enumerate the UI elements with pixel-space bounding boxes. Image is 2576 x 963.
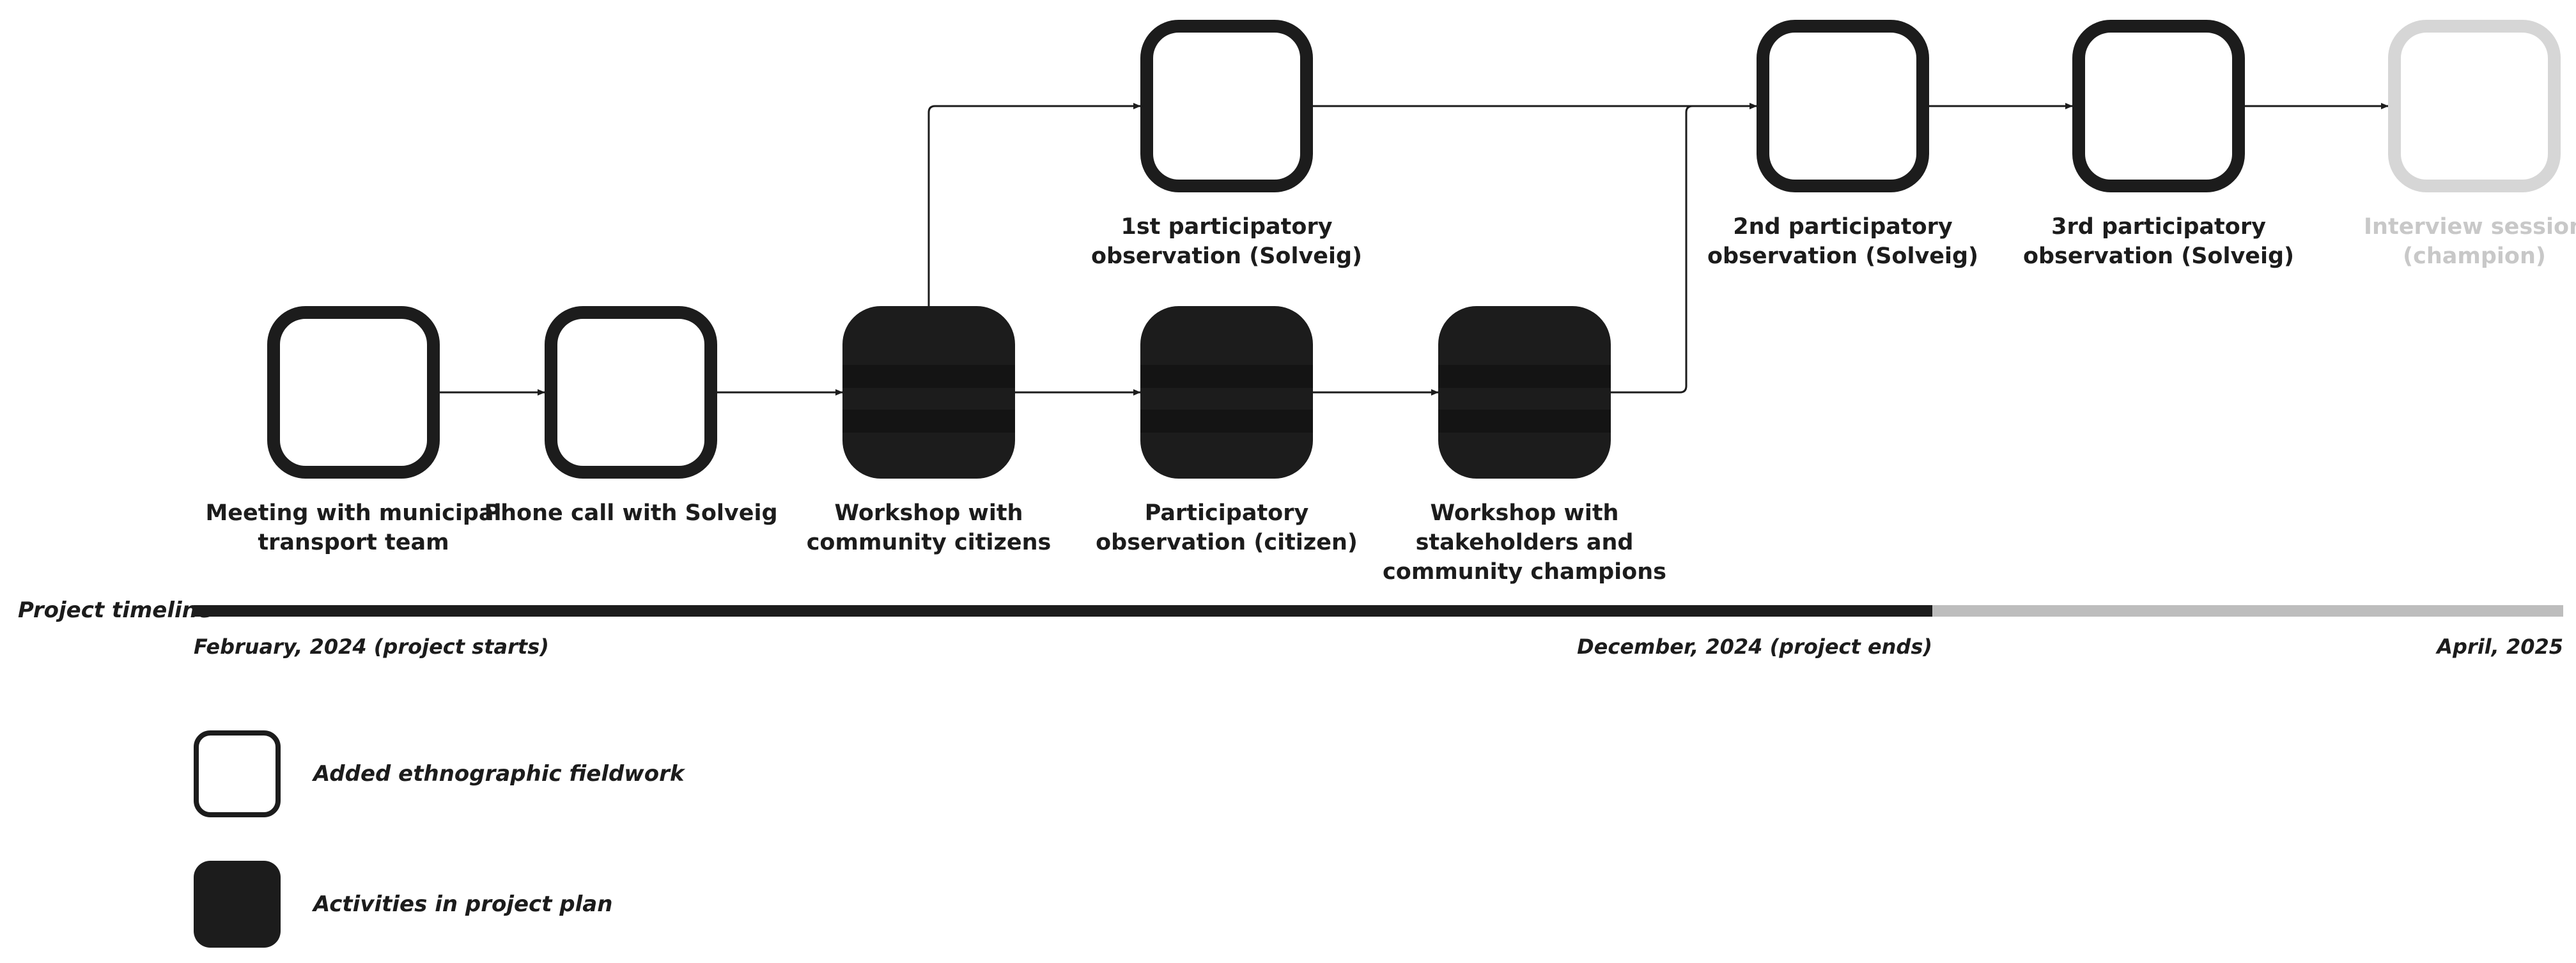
arrow-workshop-stakeholders-to-2nd-observation xyxy=(1611,103,1757,394)
timeline-start-label: February, 2024 (project starts) xyxy=(194,635,549,659)
arrow-workshop-citizens-to-1st-observation xyxy=(927,103,1141,306)
timeline-end-label: December, 2024 (project ends) xyxy=(1577,635,1932,659)
legend-label-project-plan: Activities in project plan xyxy=(313,891,613,917)
node-3rd-participatory-observation xyxy=(2072,20,2245,192)
label-workshop-stakeholders-champions: Workshop with stakeholders and community… xyxy=(1383,500,1666,585)
node-meeting-municipal-transport xyxy=(267,306,440,479)
legend-swatch-added-fieldwork xyxy=(194,730,281,817)
node-participatory-observation-citizen xyxy=(1140,306,1313,479)
timeline-title: Project timeline xyxy=(18,597,212,623)
label-phone-call-solveig: Phone call with Solveig xyxy=(484,500,778,526)
node-1st-participatory-observation xyxy=(1140,20,1313,192)
node-phone-call-solveig xyxy=(545,306,717,479)
label-3rd-participatory-observation: 3rd participatory observation (Solveig) xyxy=(2022,214,2295,269)
node-2nd-participatory-observation xyxy=(1757,20,1929,192)
label-participatory-observation-citizen: Participatory observation (citizen) xyxy=(1096,500,1358,555)
label-1st-participatory-observation: 1st participatory observation (Solveig) xyxy=(1090,214,1363,269)
label-2nd-participatory-observation: 2nd participatory observation (Solveig) xyxy=(1707,214,1979,269)
timeline-bar-project xyxy=(194,605,1932,617)
label-workshop-community-citizens: Workshop with community citizens xyxy=(806,500,1051,555)
timeline-bar-after-project xyxy=(1932,605,2563,617)
label-interview-session-champion: Interview session (champion) xyxy=(2364,214,2576,269)
label-meeting-municipal-transport: Meeting with municipal transport team xyxy=(205,500,502,555)
node-interview-session-champion xyxy=(2388,20,2561,192)
node-workshop-stakeholders-champions xyxy=(1438,306,1611,479)
legend-label-added-fieldwork: Added ethnographic fieldwork xyxy=(313,761,685,787)
node-workshop-community-citizens xyxy=(842,306,1015,479)
timeline-final-label: April, 2025 xyxy=(2437,635,2563,659)
legend-swatch-project-plan xyxy=(194,861,281,948)
